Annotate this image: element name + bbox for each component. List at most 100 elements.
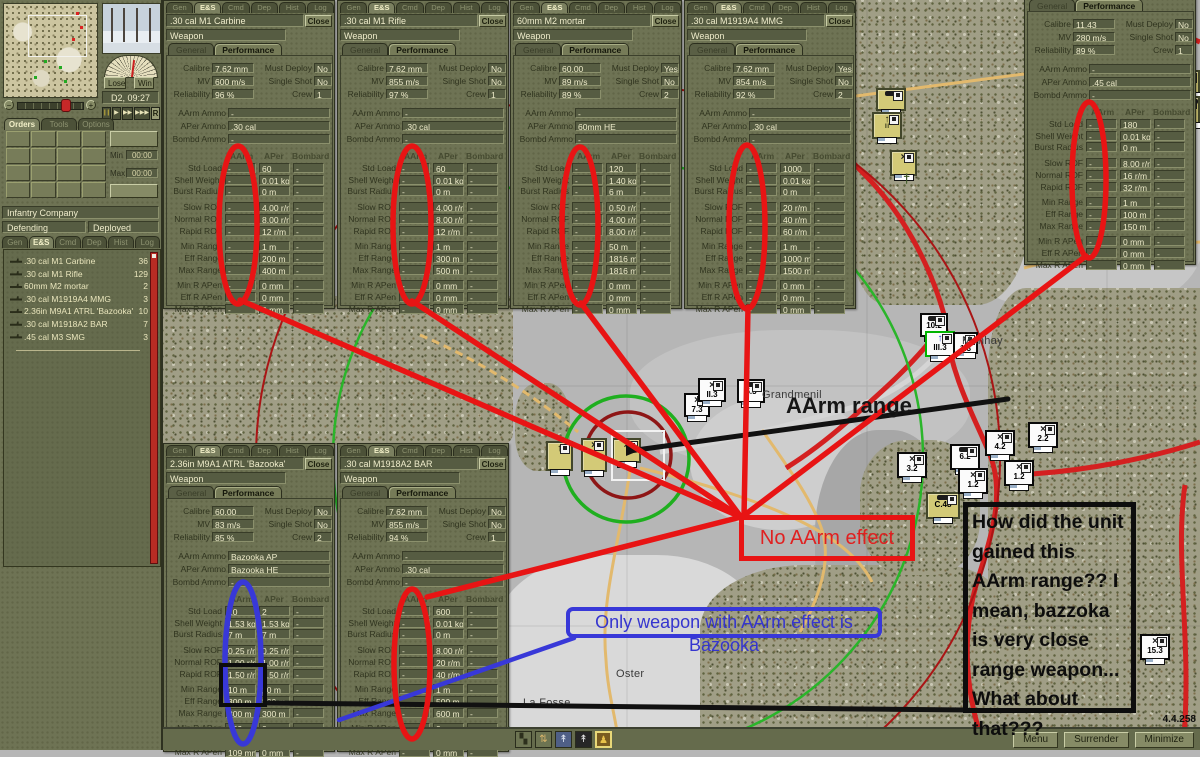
enemy-unit-marker[interactable]: ×3.2 [897, 452, 927, 483]
panel-tab-dep[interactable]: Dep [771, 2, 799, 13]
friendly-unit-marker[interactable]: C.48 [926, 492, 960, 524]
panel-tab-es[interactable]: E&S [194, 445, 222, 456]
tab-orders[interactable]: Orders [4, 118, 40, 130]
panel-tab-log[interactable]: Log [306, 2, 335, 13]
panel-tab-dep[interactable]: Dep [424, 445, 452, 456]
panel-tab-hist[interactable]: Hist [799, 2, 827, 13]
panel-tab-es[interactable]: E&S [541, 2, 569, 13]
subtab-performance[interactable]: Performance [214, 43, 283, 56]
order-button[interactable] [81, 182, 106, 198]
minimap-viewport[interactable] [28, 15, 87, 57]
tab-gen[interactable]: Gen [2, 236, 28, 248]
order-button[interactable] [56, 148, 81, 164]
tab-tools[interactable]: Tools [41, 118, 77, 130]
tab-es[interactable]: E&S [28, 236, 54, 248]
enemy-up-icon[interactable]: ↟ [575, 731, 592, 748]
order-button[interactable] [81, 165, 106, 181]
close-button[interactable]: Close [479, 15, 506, 27]
slider-track[interactable] [17, 102, 84, 110]
enemy-unit-marker[interactable]: ×1.2 [1004, 460, 1034, 491]
enemy-unit-marker[interactable]: ×15.3 [1140, 634, 1170, 665]
subtab-general[interactable]: General [1029, 0, 1076, 12]
subtab-general[interactable]: General [689, 43, 736, 56]
panel-tab-es[interactable]: E&S [368, 2, 396, 13]
tab-dep[interactable]: Dep [81, 236, 107, 248]
panel-tab-cmd[interactable]: Cmd [222, 2, 250, 13]
friendly-unit-marker[interactable] [876, 88, 906, 116]
infantry-toggle-icon[interactable]: ♟ [595, 731, 612, 748]
panel-tab-dep[interactable]: Dep [250, 445, 278, 456]
enemy-unit-marker[interactable]: ×1.2 [958, 468, 988, 499]
subtab-general[interactable]: General [342, 43, 389, 56]
slider-knob[interactable] [61, 99, 71, 112]
panel-tab-log[interactable]: Log [827, 2, 856, 13]
friendly-unit-marker[interactable]: × [890, 150, 917, 181]
panel-tab-cmd[interactable]: Cmd [743, 2, 771, 13]
panel-tab-cmd[interactable]: Cmd [396, 445, 424, 456]
order-button[interactable] [6, 148, 31, 164]
panel-tab-gen[interactable]: Gen [166, 2, 194, 13]
panel-tab-log[interactable]: Log [480, 2, 509, 13]
order-button[interactable] [31, 148, 56, 164]
order-button[interactable] [81, 131, 106, 147]
panel-tab-cmd[interactable]: Cmd [222, 445, 250, 456]
min-time-field[interactable]: 00:00 [126, 150, 158, 160]
panel-tab-gen[interactable]: Gen [340, 2, 368, 13]
enemy-unit-marker[interactable]: ×II.3 [698, 378, 726, 407]
panel-tab-es[interactable]: E&S [715, 2, 743, 13]
realtime-button[interactable]: R [151, 107, 160, 120]
panel-tab-gen[interactable]: Gen [513, 2, 541, 13]
panel-tab-cmd[interactable]: Cmd [569, 2, 597, 13]
close-button[interactable]: Close [479, 458, 506, 470]
subtab-performance[interactable]: Performance [388, 43, 457, 56]
panel-tab-es[interactable]: E&S [194, 2, 222, 13]
order-button[interactable] [6, 165, 31, 181]
close-button[interactable]: Close [652, 15, 679, 27]
zoom-out-button[interactable]: − [4, 100, 14, 110]
panel-tab-log[interactable]: Log [306, 445, 335, 456]
panel-tab-hist[interactable]: Hist [278, 445, 306, 456]
order-button[interactable] [56, 165, 81, 181]
panel-tab-hist[interactable]: Hist [452, 445, 480, 456]
menu-button[interactable]: Menu [1013, 732, 1059, 748]
zoom-in-button[interactable]: + [86, 100, 96, 110]
subtab-general[interactable]: General [515, 43, 562, 56]
panel-tab-dep[interactable]: Dep [597, 2, 625, 13]
panel-tab-log[interactable]: Log [653, 2, 682, 13]
zoom-slider[interactable]: − + [4, 99, 96, 112]
order-button[interactable] [31, 165, 56, 181]
enemy-unit-marker[interactable]: 5.3 [737, 379, 765, 408]
terrain-filter-icon[interactable]: ▚ [515, 731, 532, 748]
order-button[interactable] [6, 131, 31, 147]
friendly-unit-marker[interactable]: × [581, 438, 607, 477]
subtab-performance[interactable]: Performance [561, 43, 630, 56]
tab-hist[interactable]: Hist [108, 236, 134, 248]
order-button[interactable] [6, 182, 31, 198]
panel-tab-dep[interactable]: Dep [250, 2, 278, 13]
panel-tab-gen[interactable]: Gen [340, 445, 368, 456]
panel-tab-cmd[interactable]: Cmd [396, 2, 424, 13]
faster-button[interactable]: ▶▶▶ [134, 107, 151, 120]
friendly-up-icon[interactable]: ↟ [555, 731, 572, 748]
sort-arrows-icon[interactable]: ⇅ [535, 731, 552, 748]
subtab-performance[interactable]: Performance [1075, 0, 1144, 12]
orders-aux-button[interactable] [110, 131, 158, 147]
panel-tab-dep[interactable]: Dep [424, 2, 452, 13]
panel-tab-gen[interactable]: Gen [166, 445, 194, 456]
subtab-general[interactable]: General [168, 43, 215, 56]
enemy-unit-marker[interactable]: ↑III.3 [925, 331, 955, 362]
subtab-general[interactable]: General [168, 486, 215, 499]
order-button[interactable] [81, 148, 106, 164]
order-button[interactable] [56, 131, 81, 147]
panel-tab-hist[interactable]: Hist [625, 2, 653, 13]
close-button[interactable]: Close [305, 15, 332, 27]
subtab-performance[interactable]: Performance [735, 43, 804, 56]
tab-log[interactable]: Log [134, 236, 160, 248]
lose-button[interactable]: Lose [104, 77, 126, 89]
